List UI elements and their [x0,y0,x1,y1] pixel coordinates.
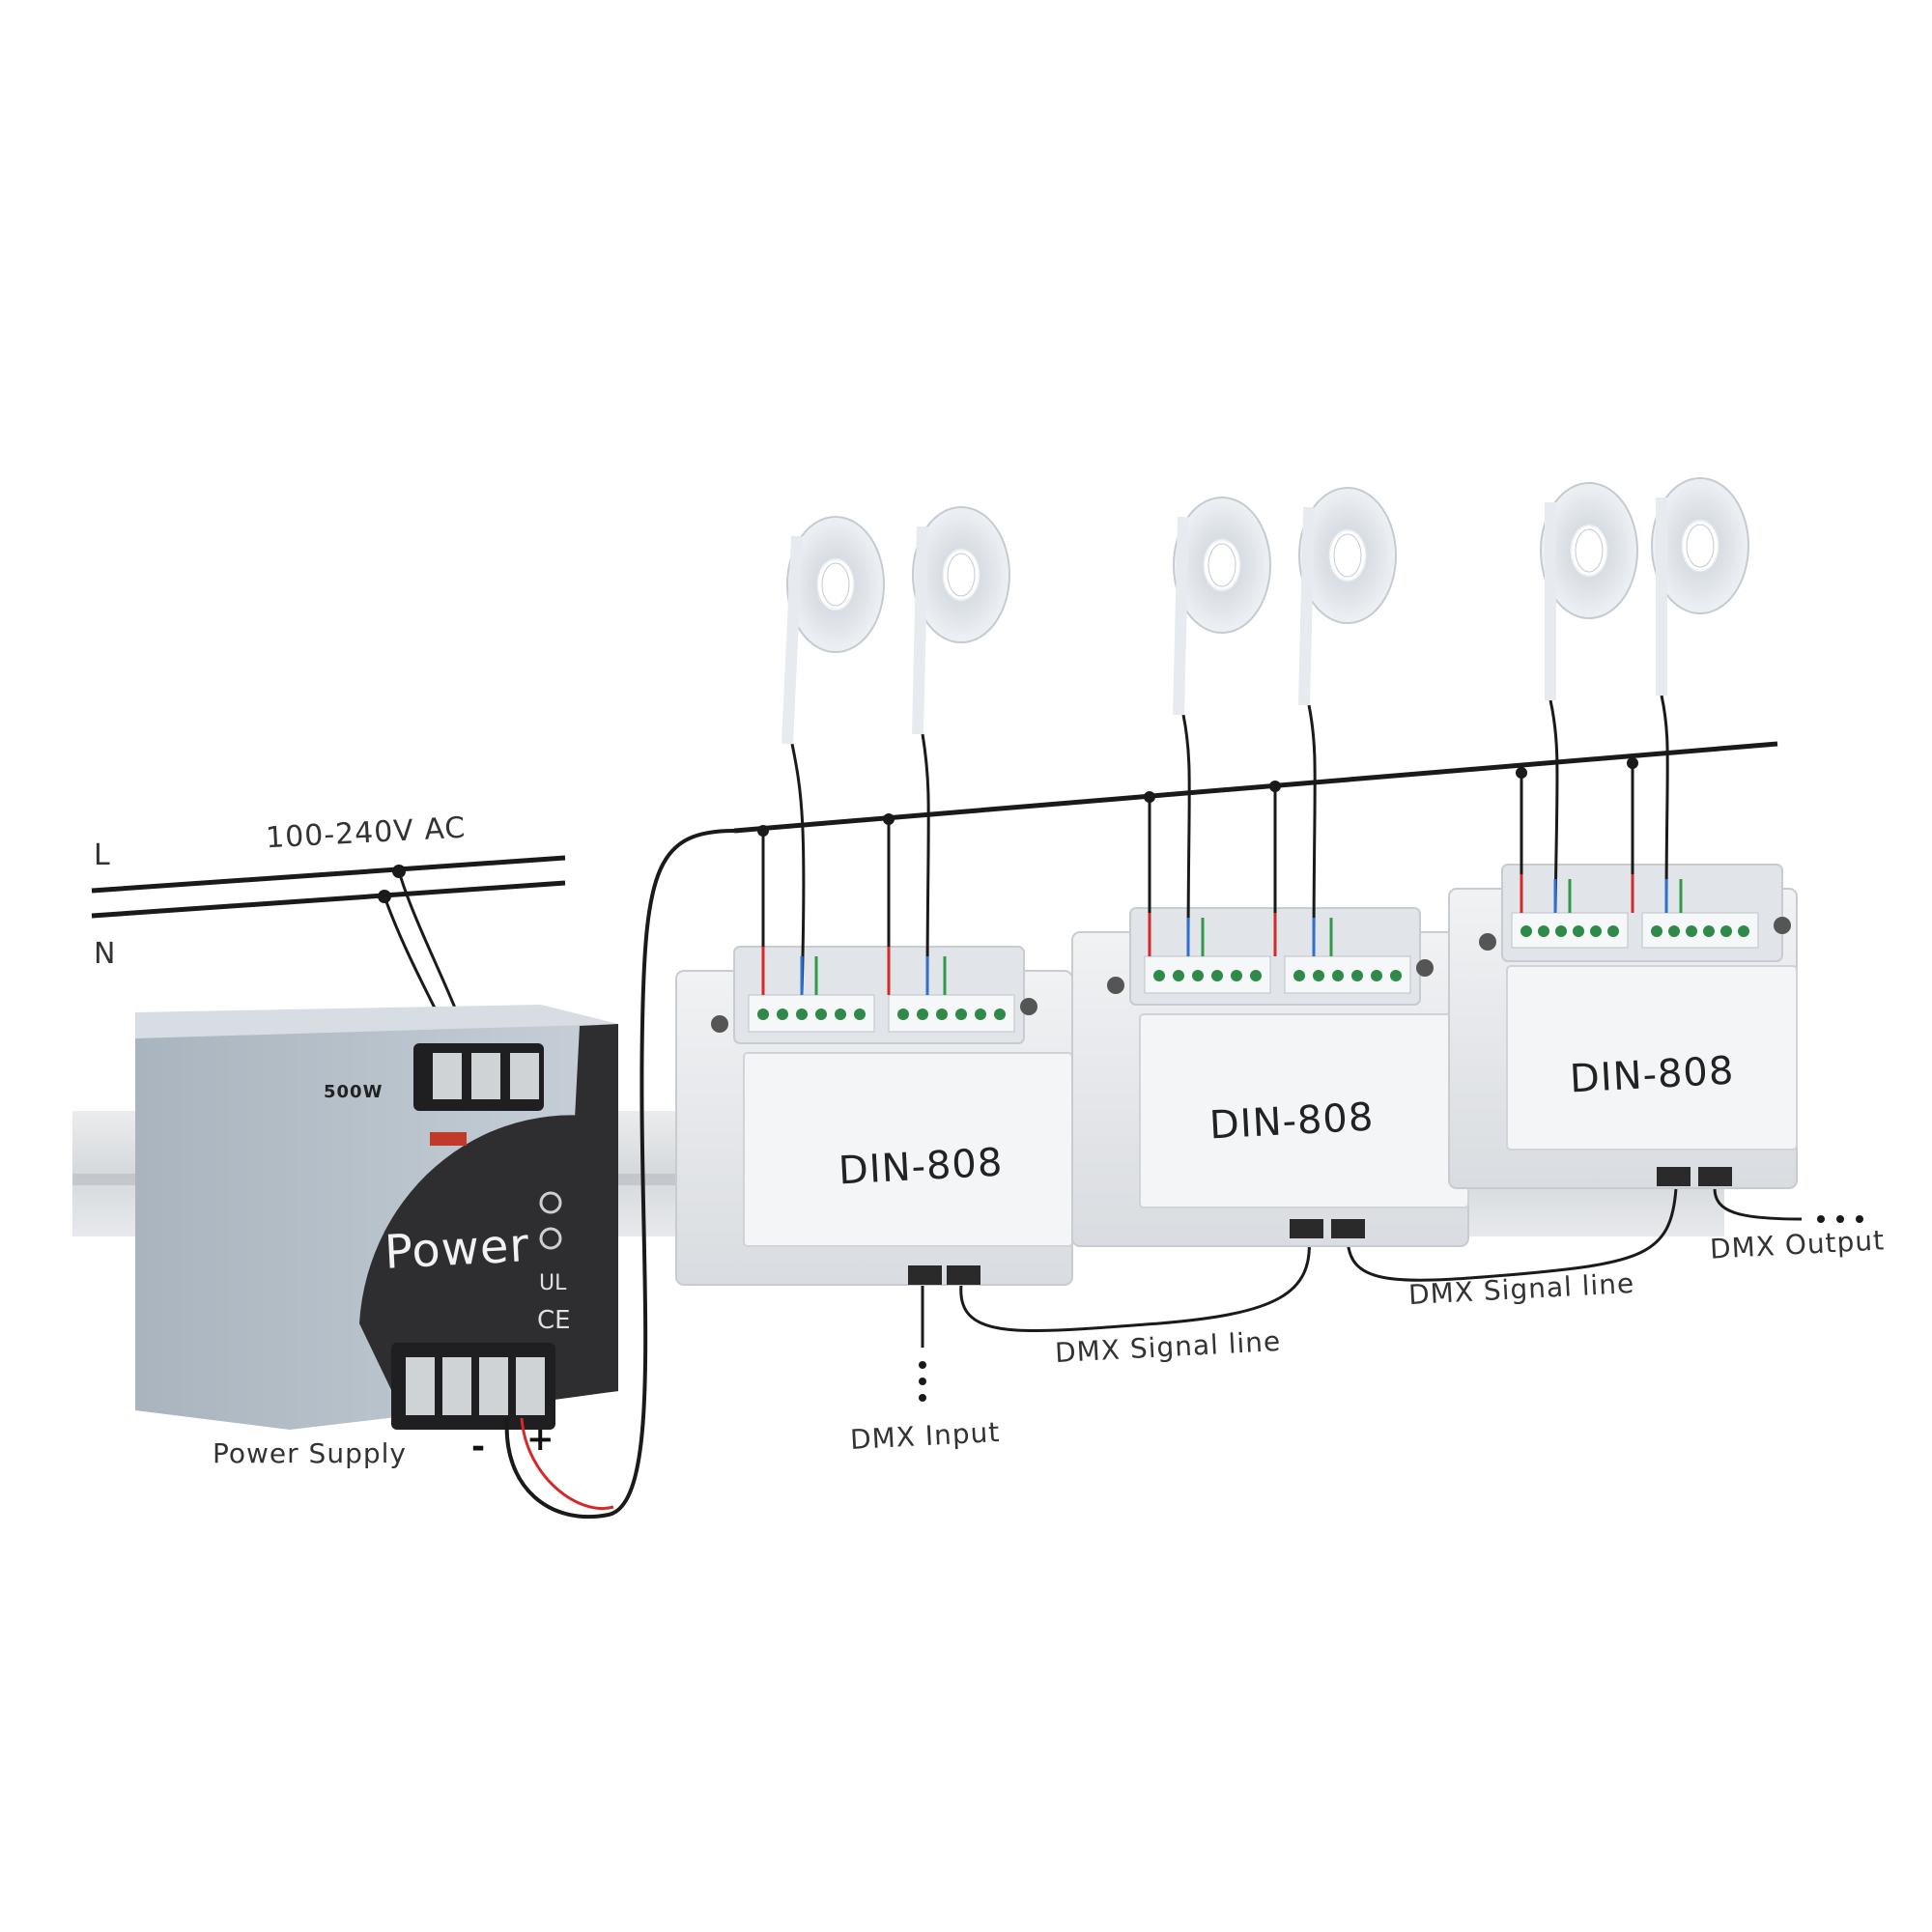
psu-face-label: Power [383,1218,531,1280]
din-808-module-2 [1071,907,1469,1247]
module-2-name: DIN-808 [1208,1094,1376,1149]
module-3-name: DIN-808 [1568,1048,1736,1102]
svg-text:CE: CE [537,1306,571,1335]
ac-line-n [91,880,566,919]
psu-wattage-label: 500W [324,1082,384,1102]
power-supply-label: Power Supply [213,1437,407,1469]
led-strip-reel-3 [1173,497,1271,716]
ac-line-l [91,855,566,894]
line-l-label: L [94,838,111,872]
module-1-name: DIN-808 [837,1140,1005,1194]
din-808-module-1 [675,946,1073,1286]
line-n-label: N [94,937,117,971]
svg-text:UL: UL [539,1271,567,1295]
dmx-input-line [919,1285,926,1402]
led-strip-reel-2 [912,506,1010,735]
led-strip-reel-5 [1540,482,1638,700]
led-strip-reel-6 [1651,477,1749,696]
led-strip-reel-4 [1298,487,1397,706]
led-strip-reel-1 [781,516,885,745]
dmx-output-line [1713,1187,1863,1223]
power-supply-unit: UL CE [135,1005,618,1430]
led-strip-wiring [757,695,1683,996]
dc-bus-line [733,741,1778,834]
dmx-signal-line-2 [1346,1187,1678,1282]
psu-minus-label: - [471,1428,487,1466]
dc-output-wires [504,829,735,1520]
dmx-signal-line-1 [959,1236,1311,1333]
psu-plus-label: + [526,1420,555,1459]
din-808-module-3 [1448,864,1798,1189]
